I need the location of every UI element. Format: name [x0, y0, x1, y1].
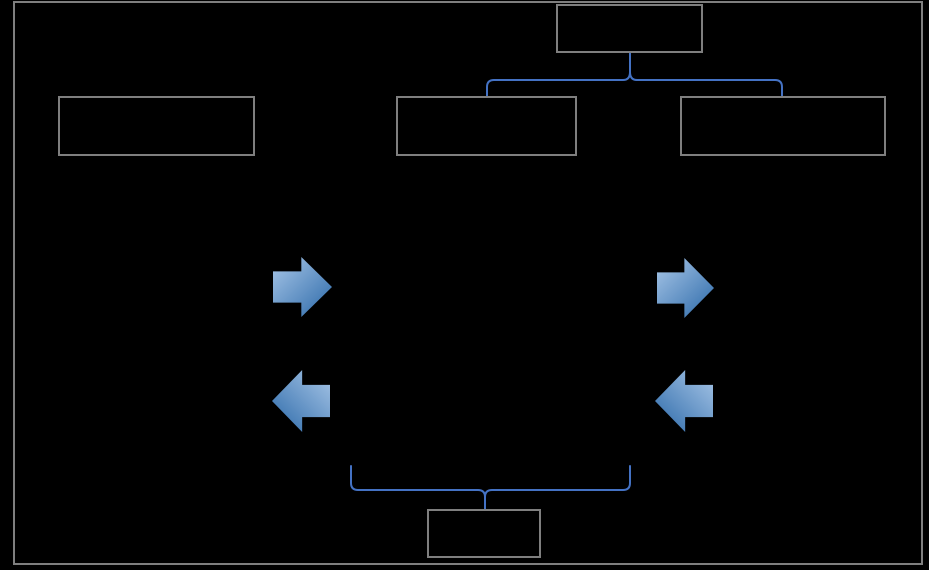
right-box — [680, 96, 886, 156]
middle-box — [396, 96, 577, 156]
left-box — [58, 96, 255, 156]
top-box — [556, 4, 703, 53]
outer-border — [13, 1, 923, 565]
bottom-box — [427, 509, 541, 558]
